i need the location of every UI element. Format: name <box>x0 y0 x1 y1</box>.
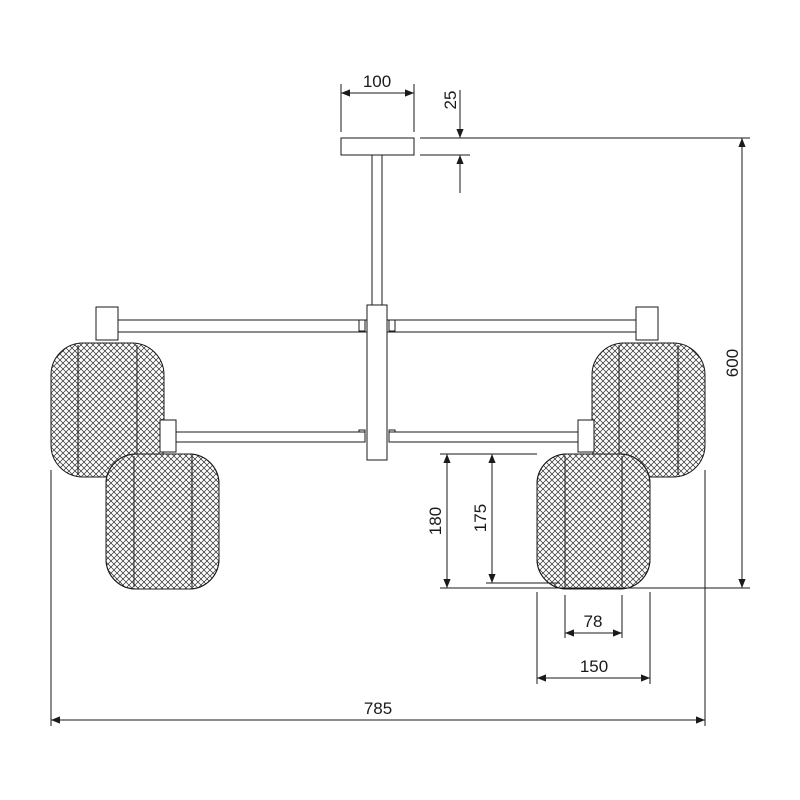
dim-shade-heights <box>440 453 560 588</box>
back-arm <box>95 306 659 341</box>
center-hub <box>366 304 388 461</box>
front-arm-right-bar <box>388 431 579 443</box>
back-right-socket <box>635 306 659 341</box>
label-total-height: 600 <box>723 349 742 377</box>
ceiling-canopy <box>340 137 415 156</box>
front-left-shade <box>105 453 220 590</box>
down-rod <box>371 154 383 306</box>
dim-inner-width <box>564 595 623 638</box>
front-arm-left-bar <box>175 431 366 443</box>
back-arm-left-bar <box>117 319 369 333</box>
front-right-socket <box>577 419 595 453</box>
label-total-width: 785 <box>364 699 392 718</box>
label-canopy-height: 25 <box>441 91 460 110</box>
front-right-shade <box>536 453 651 590</box>
label-shade-body-height: 175 <box>471 504 490 532</box>
back-left-socket <box>95 306 119 341</box>
dim-canopy-width <box>340 84 415 132</box>
dim-shade-width <box>536 592 651 684</box>
fixture <box>50 137 706 590</box>
dim-total-width <box>50 470 706 726</box>
label-inner-width: 78 <box>584 612 603 631</box>
front-left-socket <box>159 419 177 453</box>
dimension-lines <box>50 84 750 726</box>
label-shade-height: 180 <box>426 507 445 535</box>
dim-total-height <box>440 138 750 589</box>
dim-canopy-height <box>420 90 750 193</box>
label-shade-width: 150 <box>580 657 608 676</box>
label-canopy-width: 100 <box>363 72 391 91</box>
dimension-labels: 100 25 600 180 175 78 150 785 <box>363 72 742 718</box>
front-arm <box>159 419 595 453</box>
back-right-shade <box>591 342 706 478</box>
back-arm-right-bar <box>385 319 637 333</box>
